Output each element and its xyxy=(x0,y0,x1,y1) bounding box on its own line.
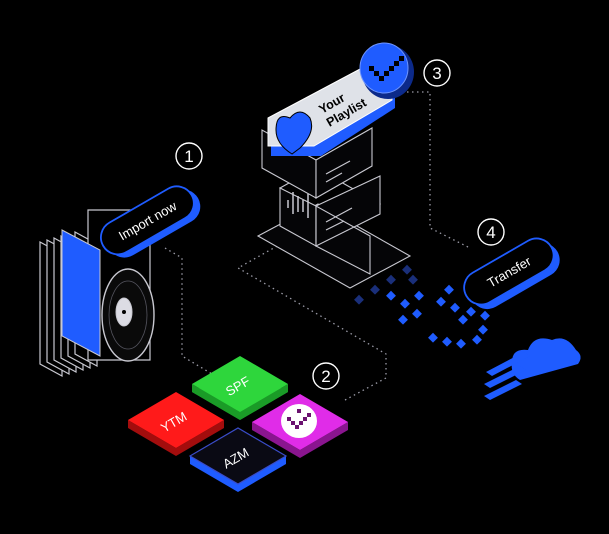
soundwave-icon xyxy=(287,192,309,218)
step-4-transfer-group: Transfer 4 xyxy=(354,218,581,400)
step-3-coin xyxy=(359,42,414,99)
dotted-arrow-icon xyxy=(354,264,490,349)
step-1-number: 1 xyxy=(184,147,193,166)
azm-tile[interactable]: AZM xyxy=(188,427,288,492)
step-4-badge: 4 xyxy=(477,218,505,246)
step-2-badge: 2 xyxy=(312,362,340,390)
your-playlist-card[interactable]: Your Playlist xyxy=(267,67,395,156)
step-3-playlist-group: Your Playlist 3 xyxy=(256,42,451,289)
step-1-badge: 1 xyxy=(175,142,203,170)
record-sleeve-spine xyxy=(61,229,101,357)
checkmark-icon xyxy=(369,56,404,81)
ytm-tile[interactable]: YTM xyxy=(128,392,224,456)
dotted-connector-lines xyxy=(164,91,471,401)
step-2-number: 2 xyxy=(321,367,330,386)
step-1-import-group: Import now 1 xyxy=(39,142,207,378)
checkmark-icon xyxy=(287,409,311,429)
playlist-text-lines xyxy=(325,160,353,231)
step-4-number: 4 xyxy=(486,223,495,242)
step-2-services-group: SPF YTM AZM xyxy=(128,356,348,492)
heart-icon xyxy=(275,111,313,155)
step-3-number: 3 xyxy=(432,64,441,83)
transfer-button[interactable]: Transfer xyxy=(458,231,566,317)
vinyl-record-icon xyxy=(101,268,155,362)
spf-tile[interactable]: SPF xyxy=(192,356,288,420)
step-3-badge: 3 xyxy=(423,59,451,87)
cloud-icon xyxy=(484,338,581,400)
verified-tile[interactable] xyxy=(252,394,348,458)
import-now-button[interactable]: Import now xyxy=(95,178,207,266)
